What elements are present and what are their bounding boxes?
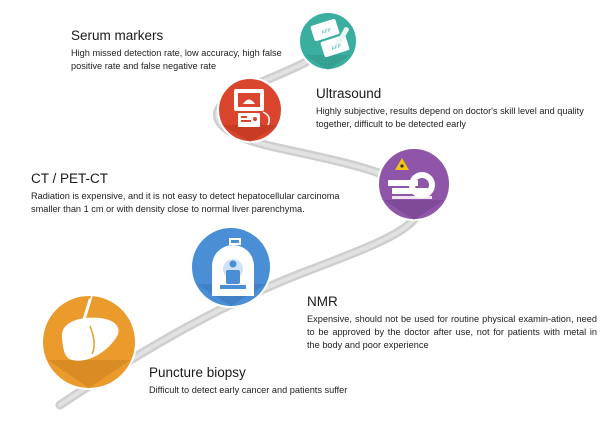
serum-marker-node: AFP AFP bbox=[298, 11, 358, 71]
method-nmr: NMR Expensive, should not be used for ro… bbox=[307, 294, 599, 351]
blood-test-tubes-icon: AFP AFP bbox=[310, 18, 350, 58]
method-description: Expensive, should not be used for routin… bbox=[307, 314, 597, 350]
method-title: Serum markers bbox=[71, 28, 164, 43]
method-title: Puncture biopsy bbox=[149, 365, 246, 380]
method-puncture-biopsy: Puncture biopsy Difficult to detect earl… bbox=[149, 365, 449, 397]
method-description: Highly subjective, results depend on doc… bbox=[316, 106, 584, 129]
method-description: Difficult to detect early cancer and pat… bbox=[149, 385, 348, 395]
method-title: NMR bbox=[307, 294, 338, 309]
method-description: High missed detection rate, low accuracy… bbox=[71, 48, 282, 71]
method-title: Ultrasound bbox=[316, 86, 382, 101]
nmr-node bbox=[190, 226, 272, 308]
method-ultrasound: Ultrasound Highly subjective, results de… bbox=[316, 86, 596, 131]
method-serum-markers: Serum markers High missed detection rate… bbox=[71, 28, 301, 73]
biopsy-node bbox=[41, 291, 137, 390]
method-description: Radiation is expensive, and it is not ea… bbox=[31, 191, 340, 214]
liver-needle-icon bbox=[61, 291, 119, 361]
ultrasound-node bbox=[217, 77, 283, 143]
method-title: CT / PET-CT bbox=[31, 171, 109, 186]
afp-card-label-2: AFP bbox=[331, 43, 343, 52]
method-ct-pet-ct: CT / PET-CT Radiation is expensive, and … bbox=[31, 171, 366, 216]
mri-scanner-icon bbox=[212, 238, 254, 296]
ct-node bbox=[377, 147, 451, 221]
ultrasound-machine-icon bbox=[234, 89, 270, 127]
ct-scanner-radiation-icon bbox=[388, 158, 435, 199]
afp-card-label-1: AFP bbox=[321, 27, 333, 36]
